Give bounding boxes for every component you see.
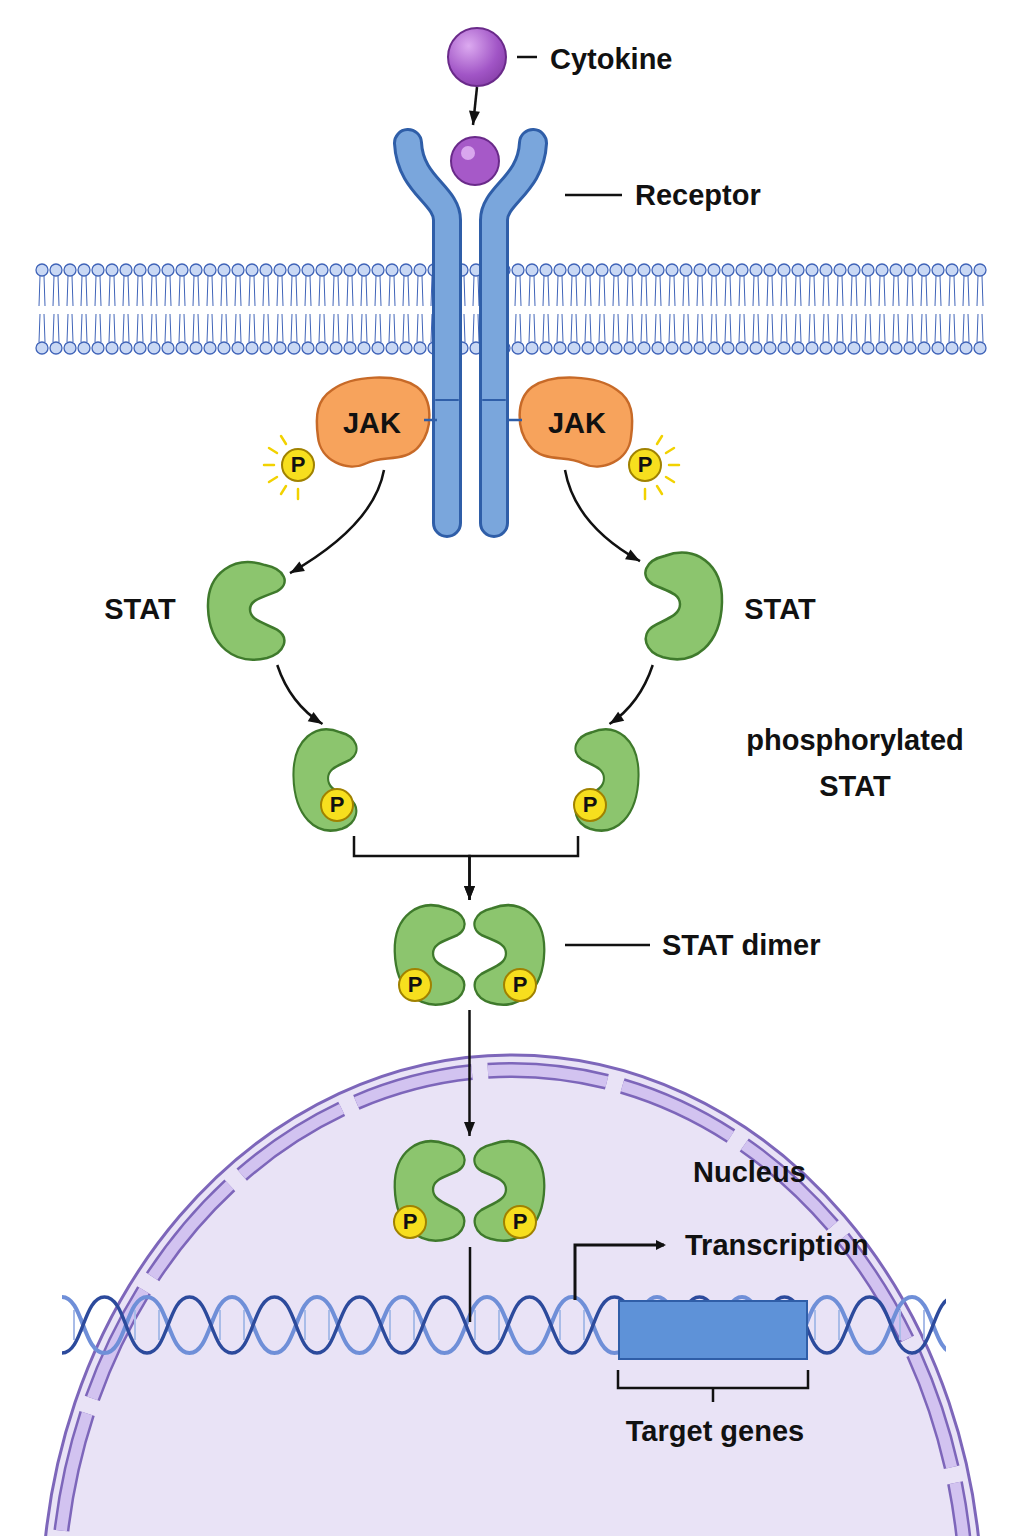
phospho-group: P [281,448,315,482]
node-label: P [400,970,430,1000]
phospho-group: P [573,788,607,822]
node-label: P [505,1207,535,1237]
stat-outline [205,557,290,665]
connector-line [473,87,477,125]
connector-line [470,836,579,900]
node-label: P [630,450,660,480]
stat-protein: STAT [640,547,725,665]
lipid-bilayer [35,262,987,358]
target-gene: Target genes [618,1300,808,1360]
stat-protein: STAT [205,557,290,665]
leader-lines [517,57,650,945]
receptor: Receptor [388,125,558,530]
connector-line [565,470,640,561]
jak-kinase: JAKP [312,375,432,470]
node-label: P [395,1207,425,1237]
arrow-head [610,712,625,724]
arrow-head [469,111,480,125]
phospho-group: P [398,968,432,1002]
arrow-head [464,886,475,900]
cytokine: Cytokine [447,27,507,87]
connector-line [354,836,470,900]
signal-arrow [354,836,475,900]
node-label: P [283,450,313,480]
signal-arrow [565,470,640,561]
phospho-group: P [503,1205,537,1239]
signal-arrow [277,665,322,724]
connector-line [290,470,384,573]
node-label: Receptor [635,178,761,212]
phospho-group: P [628,448,662,482]
jak-kinase: JAKP [517,375,637,470]
arrow-head [290,561,305,573]
stat-dimer: PP [392,1136,547,1246]
node-label: STAT dimer [662,928,820,962]
node-label: Nucleus [693,1155,806,1189]
node-label: P [505,970,535,1000]
stat-dimer: STAT dimerPP [392,900,547,1010]
node-label: JAK [517,375,637,470]
stat-outline [291,724,361,836]
node-label: phosphorylated STAT [735,717,975,809]
node-label: STAT [95,592,185,626]
signal-arrow [610,665,653,724]
phospho-stat: phosphorylated STATP [571,724,641,836]
signal-arrow [464,836,578,900]
node-label: Cytokine [550,42,672,76]
signal-arrow [469,87,480,125]
phospho-group: P [393,1205,427,1239]
arrow-head [308,712,323,724]
node-label: STAT [740,592,820,626]
node-label: P [322,790,352,820]
receptor-outline [388,125,558,530]
phospho-stat: P [291,724,361,836]
node-label: JAK [312,375,432,470]
nucleus: NucleusPPTarget genes [30,1045,995,1536]
node-label: P [575,790,605,820]
signal-arrow [290,470,384,573]
arrow-head [464,886,475,900]
nucleus-outline [30,1045,995,1536]
connector-line [277,665,322,724]
connector-line [610,665,653,724]
process-label: Transcription [685,1228,869,1262]
phospho-group: P [320,788,354,822]
statR-outline [640,547,725,665]
arrow-head [625,550,640,562]
phospho-group: P [503,968,537,1002]
node-label: Target genes [595,1414,835,1448]
